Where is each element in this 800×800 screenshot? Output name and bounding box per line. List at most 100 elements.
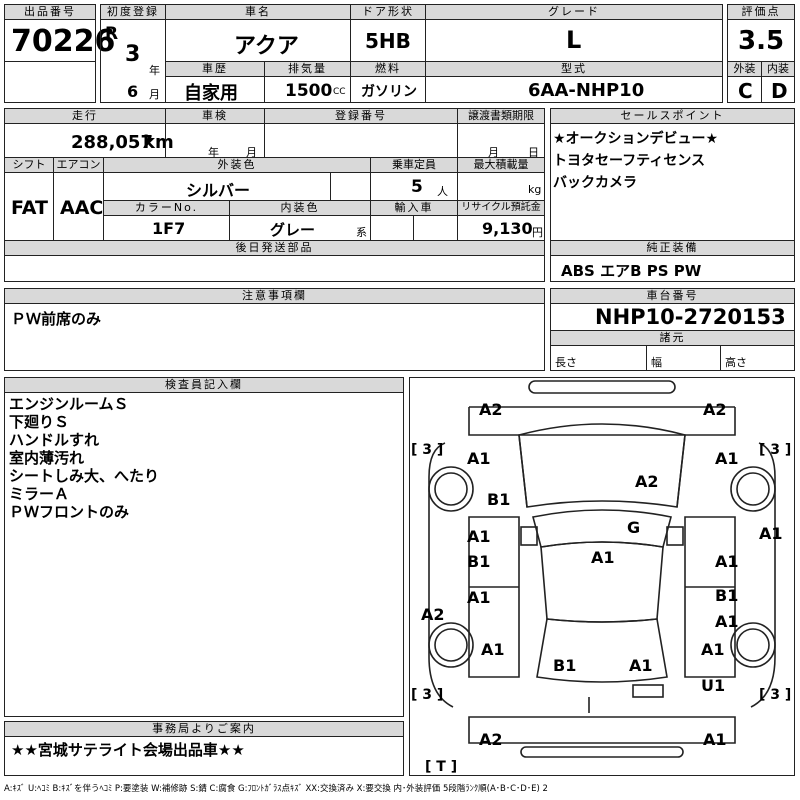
import-cell — [370, 215, 414, 241]
inspection-label: 車検 — [165, 108, 265, 124]
damage-mark: A1 — [467, 527, 491, 546]
ac-cell: AAC — [53, 172, 104, 241]
damage-mark: A1 — [715, 449, 739, 468]
displacement-cell: 1500 CC — [264, 76, 351, 103]
damage-mark: U1 — [701, 676, 725, 695]
capacity-unit: 人 — [437, 185, 448, 198]
fuel: ガソリン — [361, 84, 417, 100]
score-label: 評価点 — [727, 4, 795, 20]
reg-month: 6 — [127, 82, 139, 101]
lot-number: 70226 — [11, 24, 116, 59]
score-cell: 3.5 — [727, 19, 795, 62]
lot-blank-cell — [4, 61, 96, 103]
notes-cell: ＰＷ前席のみ — [4, 303, 545, 371]
mileage-cell: 288,057 km — [4, 123, 174, 158]
insp-month-unit: 月 — [246, 146, 257, 159]
history-cell: 自家用 — [165, 76, 265, 104]
era: R — [105, 24, 119, 44]
damage-mark: G — [627, 518, 640, 537]
shift-label: シフト — [4, 157, 54, 173]
length-label: 長さ — [555, 356, 577, 369]
lot-label: 出品番号 — [4, 4, 96, 20]
kei-unit: 系 — [356, 226, 367, 239]
equip-cell: ABS エアB PS PW — [550, 255, 795, 282]
damage-mark: A2 — [479, 730, 503, 749]
later-parts-cell — [4, 255, 545, 282]
capacity-cell: 5 人 — [370, 172, 458, 201]
model-label: 型式 — [425, 61, 723, 77]
shift-cell: FAT — [4, 172, 54, 241]
legend: A:ｷｽﾞ U:ﾍｺﾐ B:ｷｽﾞを伴うﾍｺﾐ P:要塗装 W:補修跡 S:錆 … — [4, 784, 548, 794]
year-unit: 年 — [149, 64, 160, 77]
damage-mark: A1 — [629, 656, 653, 675]
history-label: 車歴 — [165, 61, 265, 77]
deadline-label: 譲渡書類期限 — [457, 108, 545, 124]
equipment: ABS エアB PS PW — [561, 262, 702, 280]
recycle-cell: 9,130 円 — [457, 215, 545, 241]
ext-score: C — [738, 79, 753, 103]
load-unit: kg — [528, 183, 542, 196]
notes-label: 注意事項欄 — [4, 288, 545, 304]
color-cell: シルバー — [103, 172, 331, 201]
office-text: ★★宮城サテライト会場出品車★★ — [11, 741, 245, 759]
car-name: アクア — [234, 34, 299, 59]
width-label: 幅 — [651, 356, 662, 369]
interior-cell: グレー 系 — [229, 215, 371, 241]
interior-color: グレー — [270, 221, 316, 239]
damage-mark: A1 — [759, 524, 783, 543]
inspector-cell: エンジンルームＳ 下廻りＳ ハンドルすれ 室内薄汚れ シートしみ大、へたり ミラ… — [4, 392, 404, 717]
first-reg-cell: R 3 年 6 月 — [100, 19, 166, 103]
load-label: 最大積載量 — [457, 157, 545, 173]
color: シルバー — [186, 181, 251, 200]
ext-cell: C — [727, 76, 762, 103]
length-cell: 長さ — [550, 345, 647, 371]
load-cell: kg — [457, 172, 545, 201]
score: 3.5 — [738, 26, 785, 56]
fuel-label: 燃料 — [350, 61, 426, 77]
grade: L — [566, 26, 582, 54]
mileage-label: 走行 — [4, 108, 166, 124]
int-label: 内装 — [761, 61, 795, 77]
dl-month-unit: 月 — [488, 146, 499, 159]
inspector-line: シートしみ大、へたり — [9, 467, 160, 485]
import-label: 輸入車 — [370, 200, 458, 216]
interior-label: 内装色 — [229, 200, 371, 216]
plate-label: 登録番号 — [264, 108, 458, 124]
ac-label: エアコン — [53, 157, 104, 173]
notes-text: ＰＷ前席のみ — [11, 310, 102, 328]
damage-diagram: [ 3 ] [ 3 ] [ 3 ] [ 3 ] [ T ] A2 A2 A1 A… — [409, 377, 795, 776]
model: 6AA-NHP10 — [528, 80, 645, 101]
car-name-label: 車名 — [165, 4, 351, 20]
tire-mark: [ 3 ] — [411, 687, 443, 703]
shift: FAT — [11, 197, 48, 219]
color-number: 1F7 — [152, 219, 186, 238]
width-cell: 幅 — [646, 345, 721, 371]
inspector-line: 室内薄汚れ — [9, 449, 85, 467]
first-reg-label: 初度登録 — [100, 4, 166, 20]
recycle-label: リサイクル預託金 — [457, 200, 545, 216]
inspector-line: ミラーＡ — [9, 485, 70, 503]
damage-mark: A1 — [715, 552, 739, 571]
damage-mark: B1 — [553, 656, 576, 675]
damage-mark: B1 — [487, 490, 510, 509]
history: 自家用 — [184, 83, 238, 104]
insp-year-unit: 年 — [208, 146, 219, 159]
door-label: ドア形状 — [350, 4, 426, 20]
import-cell-2 — [413, 215, 458, 241]
chassis-number: NHP10-2720153 — [595, 305, 786, 329]
inspector-line: ハンドルすれ — [9, 431, 100, 449]
displacement: 1500 — [285, 81, 333, 101]
sales-label: セールスポイント — [550, 108, 795, 124]
later-parts-label: 後日発送部品 — [4, 240, 545, 256]
height-cell: 高さ — [720, 345, 795, 371]
damage-mark: A2 — [635, 472, 659, 491]
tire-mark: [ 3 ] — [411, 442, 443, 458]
damage-mark: B1 — [715, 586, 738, 605]
reg-year: 3 — [125, 42, 141, 67]
deadline-cell: 月 日 — [457, 123, 545, 159]
sales-point: バックカメラ — [553, 175, 637, 191]
displacement-label: 排気量 — [264, 61, 351, 77]
damage-mark: A1 — [701, 640, 725, 659]
cc-unit: CC — [333, 87, 346, 97]
ext-label: 外装 — [727, 61, 762, 77]
